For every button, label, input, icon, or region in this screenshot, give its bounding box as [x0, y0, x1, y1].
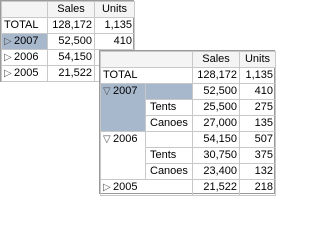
table-row: Tents 25,500 275 [101, 99, 276, 116]
sales-2007-tents: 25,500 [192, 99, 240, 116]
units-2006-tents: 375 [239, 147, 276, 164]
corner-cell [100, 51, 193, 68]
row-header-2006[interactable]: ▷2006 [1, 49, 48, 66]
total-label: TOTAL [1, 17, 48, 34]
expand-icon[interactable]: ▷ [4, 68, 12, 79]
row-header-2006-spacer [145, 131, 193, 148]
header-row: Sales Units [1, 1, 135, 18]
sales-2007-canoes: 27,000 [192, 115, 240, 132]
table-row[interactable]: ▷2007 52,500 410 [1, 33, 135, 50]
units-2007-canoes: 135 [239, 115, 276, 132]
sales-2006: 54,150 [47, 49, 95, 66]
table-row[interactable]: ▽2006 54,150 507 [100, 131, 276, 180]
units-column-header: Units [239, 51, 276, 68]
pivot-panel-collapsed: Sales Units TOTAL 128,172 1,135 ▷2007 52… [0, 0, 135, 82]
collapse-icon[interactable]: ▽ [103, 134, 111, 145]
sales-column-header: Sales [47, 1, 95, 18]
pivot-table-expanded: Sales Units TOTAL 128,172 1,135 ▽2007 52… [100, 51, 276, 196]
table-row: Canoes 27,000 135 [101, 115, 276, 132]
row-header-2007-tents: Tents [145, 99, 193, 116]
total-label: TOTAL [100, 67, 193, 84]
table-row: Tents 30,750 375 [101, 147, 276, 164]
total-units: 1,135 [94, 17, 135, 34]
pivot-panel-expanded: Sales Units TOTAL 128,172 1,135 ▽2007 52… [99, 50, 276, 196]
row-header-2005[interactable]: ▷2005 [1, 65, 48, 82]
table-row[interactable]: ▽2007 52,500 410 [100, 83, 276, 132]
units-2007-tents: 275 [239, 99, 276, 116]
row-header-2006[interactable]: ▽2006 [100, 131, 146, 180]
total-row: TOTAL 128,172 1,135 [100, 67, 276, 84]
table-row[interactable]: ▷2005 21,522 218 [100, 179, 276, 196]
units-2006-canoes: 132 [239, 163, 276, 180]
sales-column-header: Sales [192, 51, 240, 68]
sales-2006-tents: 30,750 [192, 147, 240, 164]
units-2007: 410 [94, 33, 135, 50]
sales-2005: 21,522 [47, 65, 95, 82]
sales-2005: 21,522 [192, 179, 240, 196]
header-row: Sales Units [100, 51, 276, 68]
total-row: TOTAL 128,172 1,135 [1, 17, 135, 34]
total-sales: 128,172 [192, 67, 240, 84]
sales-2007: 52,500 [47, 33, 95, 50]
total-units: 1,135 [239, 67, 276, 84]
expand-icon[interactable]: ▷ [103, 182, 111, 193]
expand-icon[interactable]: ▷ [4, 52, 12, 63]
units-2006: 507 [239, 131, 276, 148]
total-sales: 128,172 [47, 17, 95, 34]
sales-2006: 54,150 [192, 131, 240, 148]
corner-cell [1, 1, 48, 18]
units-2005: 218 [239, 179, 276, 196]
collapse-icon[interactable]: ▽ [103, 86, 111, 97]
row-header-2006-tents: Tents [145, 147, 193, 164]
row-header-2006-canoes: Canoes [145, 163, 193, 180]
sales-2007: 52,500 [192, 83, 240, 100]
units-2007: 410 [239, 83, 276, 100]
row-header-2007-canoes: Canoes [145, 115, 193, 132]
pivot-table-collapsed: Sales Units TOTAL 128,172 1,135 ▷2007 52… [1, 1, 135, 82]
row-header-2007[interactable]: ▽2007 [100, 83, 146, 132]
units-column-header: Units [94, 1, 135, 18]
row-header-2007[interactable]: ▷2007 [1, 33, 48, 50]
row-header-2007-spacer [145, 83, 193, 100]
row-header-2005[interactable]: ▷2005 [100, 179, 193, 196]
expand-icon[interactable]: ▷ [4, 36, 12, 47]
sales-2006-canoes: 23,400 [192, 163, 240, 180]
